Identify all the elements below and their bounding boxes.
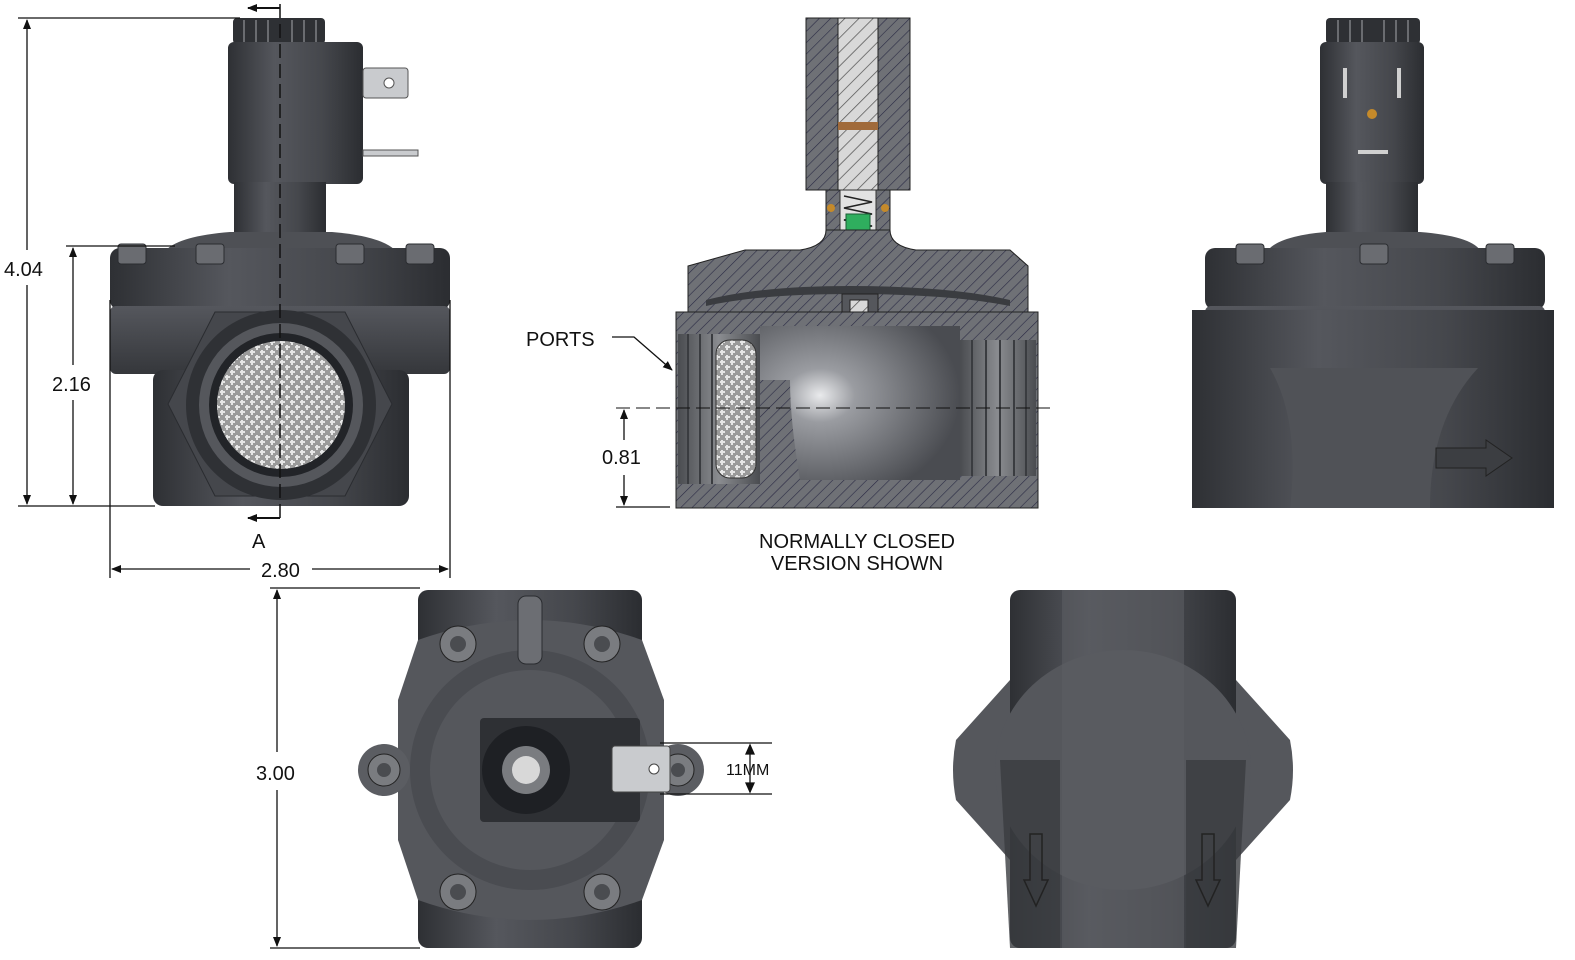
overall-width-dim: 2.80 xyxy=(261,560,300,582)
top-view xyxy=(358,590,704,948)
front-view: A xyxy=(110,4,450,553)
base-depth-dim: 3.00 xyxy=(256,763,295,785)
top-dimensions xyxy=(270,587,772,949)
overall-height-dim: 4.04 xyxy=(4,259,43,281)
side-view xyxy=(1192,18,1554,508)
port-center-dimension xyxy=(616,409,670,508)
terminal-spacing-dim: 11MM xyxy=(726,762,769,779)
port-center-dim: 0.81 xyxy=(602,447,641,469)
ports-label: PORTS xyxy=(526,329,595,351)
section-marker-label: A xyxy=(252,531,266,553)
section-view xyxy=(616,17,1050,509)
body-height-dim: 2.16 xyxy=(52,374,91,396)
note-line-2: VERSION SHOWN xyxy=(771,553,943,575)
ports-callout: PORTS xyxy=(526,329,673,371)
bottom-view xyxy=(953,590,1293,948)
front-dimensions xyxy=(18,17,451,578)
note-line-1: NORMALLY CLOSED xyxy=(759,531,955,553)
